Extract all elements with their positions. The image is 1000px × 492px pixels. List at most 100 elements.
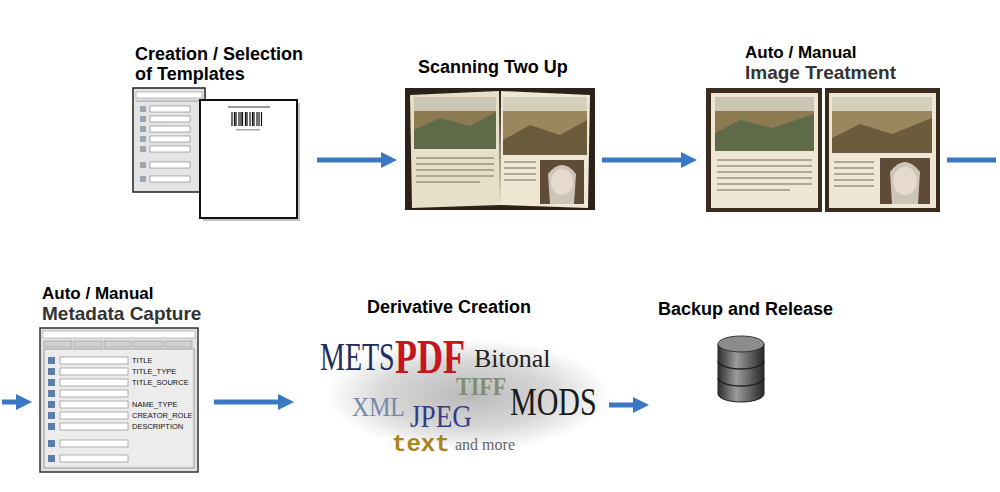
- metadata-form: [40, 328, 198, 472]
- treated-page-photos-part: [832, 97, 932, 153]
- treated-page-photos-part: [834, 162, 874, 186]
- stage-heading: Scanning Two Up: [418, 58, 598, 78]
- template-form-part: [150, 126, 190, 132]
- scanned-book-photo-part: [503, 120, 587, 155]
- flow-arrow: [609, 403, 633, 408]
- template-form-part: [140, 176, 146, 182]
- template-form-part: [140, 146, 146, 152]
- template-form-part: [150, 106, 190, 112]
- field-label: TITLE_SOURCE: [132, 379, 189, 387]
- template-form-part: [150, 162, 190, 168]
- metadata-form-part: [43, 331, 195, 338]
- metadata-form-part: [104, 341, 132, 347]
- metadata-form-part: [60, 390, 128, 397]
- template-form-part: [150, 176, 190, 182]
- template-form-part: [140, 162, 146, 168]
- metadata-form-part: [40, 328, 198, 472]
- format-word: TIFF: [456, 374, 506, 400]
- database-symbol-part: [718, 361, 764, 386]
- flow-arrow: [317, 158, 381, 163]
- metadata-form-part: [48, 401, 55, 408]
- template-form-part: [140, 106, 146, 112]
- template-form-part: [133, 88, 205, 192]
- metadata-form-part: [164, 341, 192, 347]
- field-label: DESCRIPTION: [132, 423, 183, 431]
- barcode-sheet-part: [232, 112, 262, 126]
- metadata-form-part: [60, 455, 128, 462]
- scanned-book-photo-part: [414, 97, 496, 149]
- metadata-form-part: [48, 423, 55, 430]
- scanned-book-photo-part: [410, 91, 500, 208]
- treated-page-photos-part: [711, 93, 818, 208]
- barcode-sheet: [200, 100, 300, 221]
- metadata-form-part: [44, 341, 72, 347]
- database-symbol-part: [718, 336, 764, 352]
- treated-page-photos-part: [890, 162, 920, 204]
- metadata-form-part: [48, 357, 55, 364]
- database-symbol: [718, 336, 764, 402]
- treated-page-photos-part: [825, 88, 940, 212]
- metadata-form-part: [48, 368, 55, 375]
- metadata-form-part: [48, 390, 55, 397]
- barcode-sheet-part: [228, 106, 270, 108]
- scanned-book-photo-part: [500, 91, 590, 208]
- scanned-book-photo-part: [540, 160, 584, 204]
- treated-page-photos-part: [880, 158, 930, 204]
- metadata-form-part: [60, 357, 128, 364]
- scanned-book-photo-part: [503, 97, 587, 111]
- scanned-book-photo-part: [416, 158, 536, 182]
- flow-arrow: [2, 160, 996, 402]
- template-form-part: [150, 116, 190, 122]
- format-word: and more: [455, 437, 515, 453]
- metadata-form-part: [134, 341, 162, 347]
- format-word: METS: [320, 337, 395, 377]
- metadata-form-part: [60, 368, 128, 375]
- stage-heading: Derivative Creation: [367, 298, 605, 318]
- template-form: [133, 88, 205, 192]
- metadata-form-part: [48, 440, 55, 447]
- scanned-book-photo-part: [405, 88, 595, 210]
- treated-page-photos: [706, 88, 940, 212]
- template-form-part: [150, 146, 190, 152]
- database-symbol-part: [718, 344, 764, 402]
- scanned-book-photo-part: [503, 97, 587, 155]
- format-word: MODS: [510, 382, 597, 422]
- template-form-part: [150, 136, 190, 142]
- metadata-form-part: [44, 349, 194, 468]
- scanned-book-photo-part: [414, 112, 496, 149]
- stage-heading: Image Treatment: [745, 63, 943, 84]
- stage-heading: Metadata Capture: [42, 304, 210, 325]
- stage-heading: Creation / Selection of Templates: [135, 45, 313, 85]
- format-word: XML: [352, 393, 405, 421]
- scanned-book-photo-part: [414, 97, 496, 111]
- template-form-part: [140, 126, 146, 132]
- template-form-part: [140, 116, 146, 122]
- treated-page-photos-part: [715, 97, 814, 111]
- stage-heading: Auto / Manual: [745, 44, 943, 63]
- treated-page-photos-part: [715, 114, 814, 151]
- stage-block: Auto / ManualImage Treatment: [703, 44, 943, 214]
- field-label: CREATOR_ROLE: [132, 412, 193, 420]
- metadata-form-part: [48, 412, 55, 419]
- treated-page-photos-part: [832, 97, 932, 111]
- field-label: NAME_TYPE: [132, 401, 177, 409]
- field-label: TITLE_TYPE: [132, 368, 176, 376]
- barcode-sheet-part: [236, 129, 260, 131]
- treated-page-photos-part: [832, 118, 932, 153]
- metadata-form-part: [60, 412, 128, 419]
- metadata-form-part: [60, 401, 128, 408]
- treated-page-photos-part: [715, 97, 814, 151]
- format-word: JPEG: [410, 400, 472, 432]
- metadata-form-part: [60, 379, 128, 386]
- stage-block: Scanning Two Up: [403, 58, 598, 213]
- scanned-book-photo: [405, 88, 595, 210]
- metadata-form-part: [60, 440, 128, 447]
- flow-arrow: [214, 400, 278, 405]
- treated-page-photos-part: [706, 88, 822, 212]
- template-form-part: [136, 101, 202, 102]
- barcode-sheet-part: [200, 100, 297, 218]
- field-label: TITLE: [132, 357, 152, 365]
- template-form-part: [140, 136, 146, 142]
- format-word: Bitonal: [474, 346, 551, 372]
- metadata-form-part: [74, 341, 102, 347]
